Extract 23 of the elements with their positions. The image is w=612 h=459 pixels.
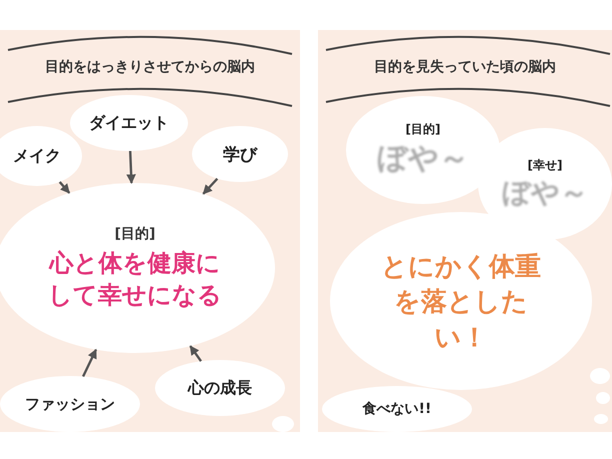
bubble-text: ダイエット: [89, 112, 169, 134]
bracket-label: [幸せ]: [528, 156, 562, 174]
blurred-text: ぼや～: [502, 174, 588, 210]
blurred-text: ぼや～: [377, 140, 469, 178]
bracket-label: [目的]: [114, 224, 156, 243]
arrow: [189, 345, 202, 362]
goal-text: 心と体を健康にして幸せになる: [47, 248, 223, 311]
bubble-text: ファッション: [25, 394, 115, 414]
goal-text: とにかく体重を落としたい！: [380, 251, 542, 355]
panel-heading: 目的をはっきりさせてからの脳内: [44, 58, 256, 76]
panel-heading: 目的を見失っていた頃の脳内: [373, 58, 557, 76]
bubble-text: 学び: [223, 144, 257, 166]
thought-bubble: [0, 126, 82, 186]
arrow: [202, 178, 218, 195]
bracket-label: [目的]: [406, 121, 440, 138]
bubble-text: 食べない!!: [362, 400, 432, 418]
arrow: [126, 150, 136, 184]
arrow: [82, 348, 98, 378]
arrow: [58, 181, 70, 194]
thought-panel: [0, 30, 300, 432]
bubble-text: 心の成長: [188, 378, 252, 398]
bubble-text: メイク: [13, 146, 61, 166]
thought-panel: [318, 30, 612, 432]
